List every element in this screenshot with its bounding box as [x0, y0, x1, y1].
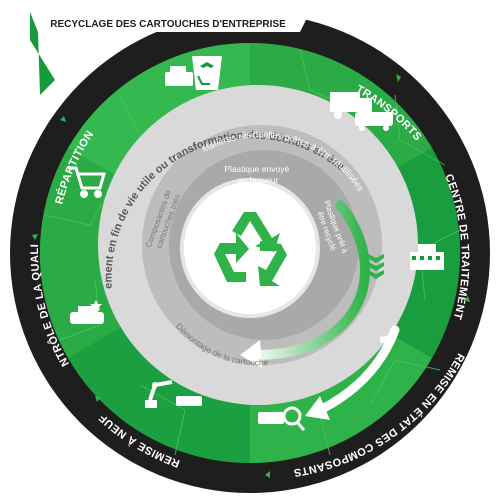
trucks-icon — [330, 92, 393, 131]
swirl-arrows — [240, 200, 400, 420]
banner-title: RECYCLAGE DES CARTOUCHES D'ENTREPRISE — [50, 19, 286, 30]
recycle-bin-icon — [165, 56, 222, 90]
shopping-cart-icon — [68, 166, 106, 198]
recycle-icon — [214, 212, 287, 286]
top-banner: RECYCLAGE DES CARTOUCHES D'ENTREPRISE — [30, 12, 310, 95]
chevron-arrows-icon — [368, 254, 384, 279]
inspection-icon — [258, 406, 306, 431]
center-disc-shade — [180, 178, 320, 318]
robot-arm-icon — [145, 380, 202, 408]
cartridge-icon — [70, 300, 104, 324]
center-disc — [182, 180, 318, 316]
factory-icon — [410, 244, 444, 270]
ring-chevrons — [32, 74, 470, 478]
plastic-sent-label: Plastique envoyé au broyeur — [224, 164, 291, 185]
